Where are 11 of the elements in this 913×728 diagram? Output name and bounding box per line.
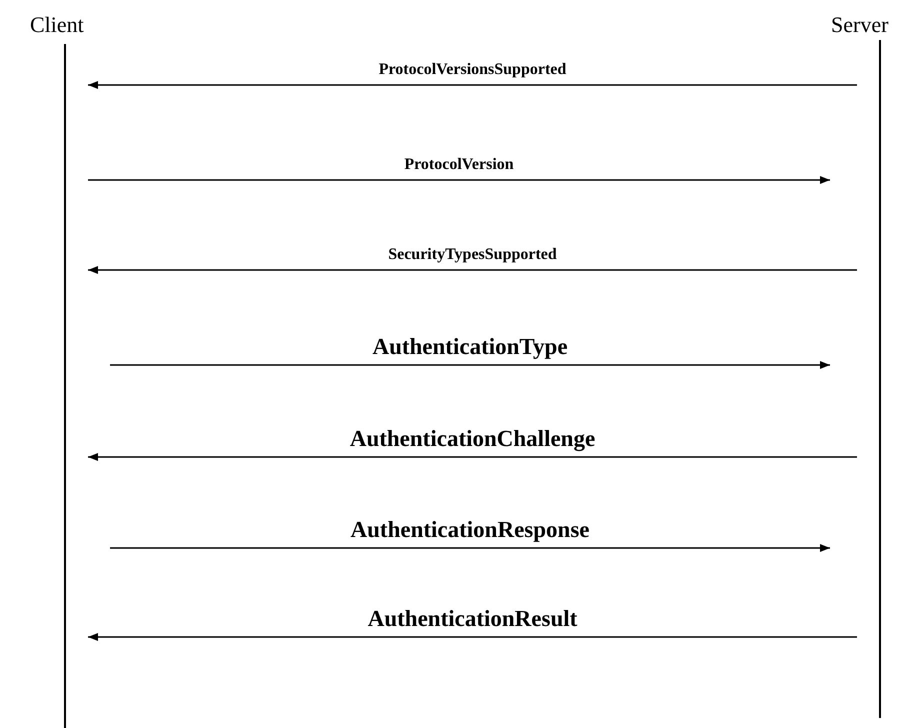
edge-label: ProtocolVersionsSupported [376,61,568,79]
edge-label: SecurityTypesSupported [386,246,559,264]
message-arrow [88,176,830,184]
message-arrow [110,544,830,552]
message-arrow [88,453,857,461]
lifeline-label: Client [30,12,84,38]
message-arrow [88,81,857,89]
message-arrow [88,633,857,641]
lifeline-label: Server [831,12,888,38]
message-arrow [88,266,857,274]
message-arrow [110,361,830,369]
